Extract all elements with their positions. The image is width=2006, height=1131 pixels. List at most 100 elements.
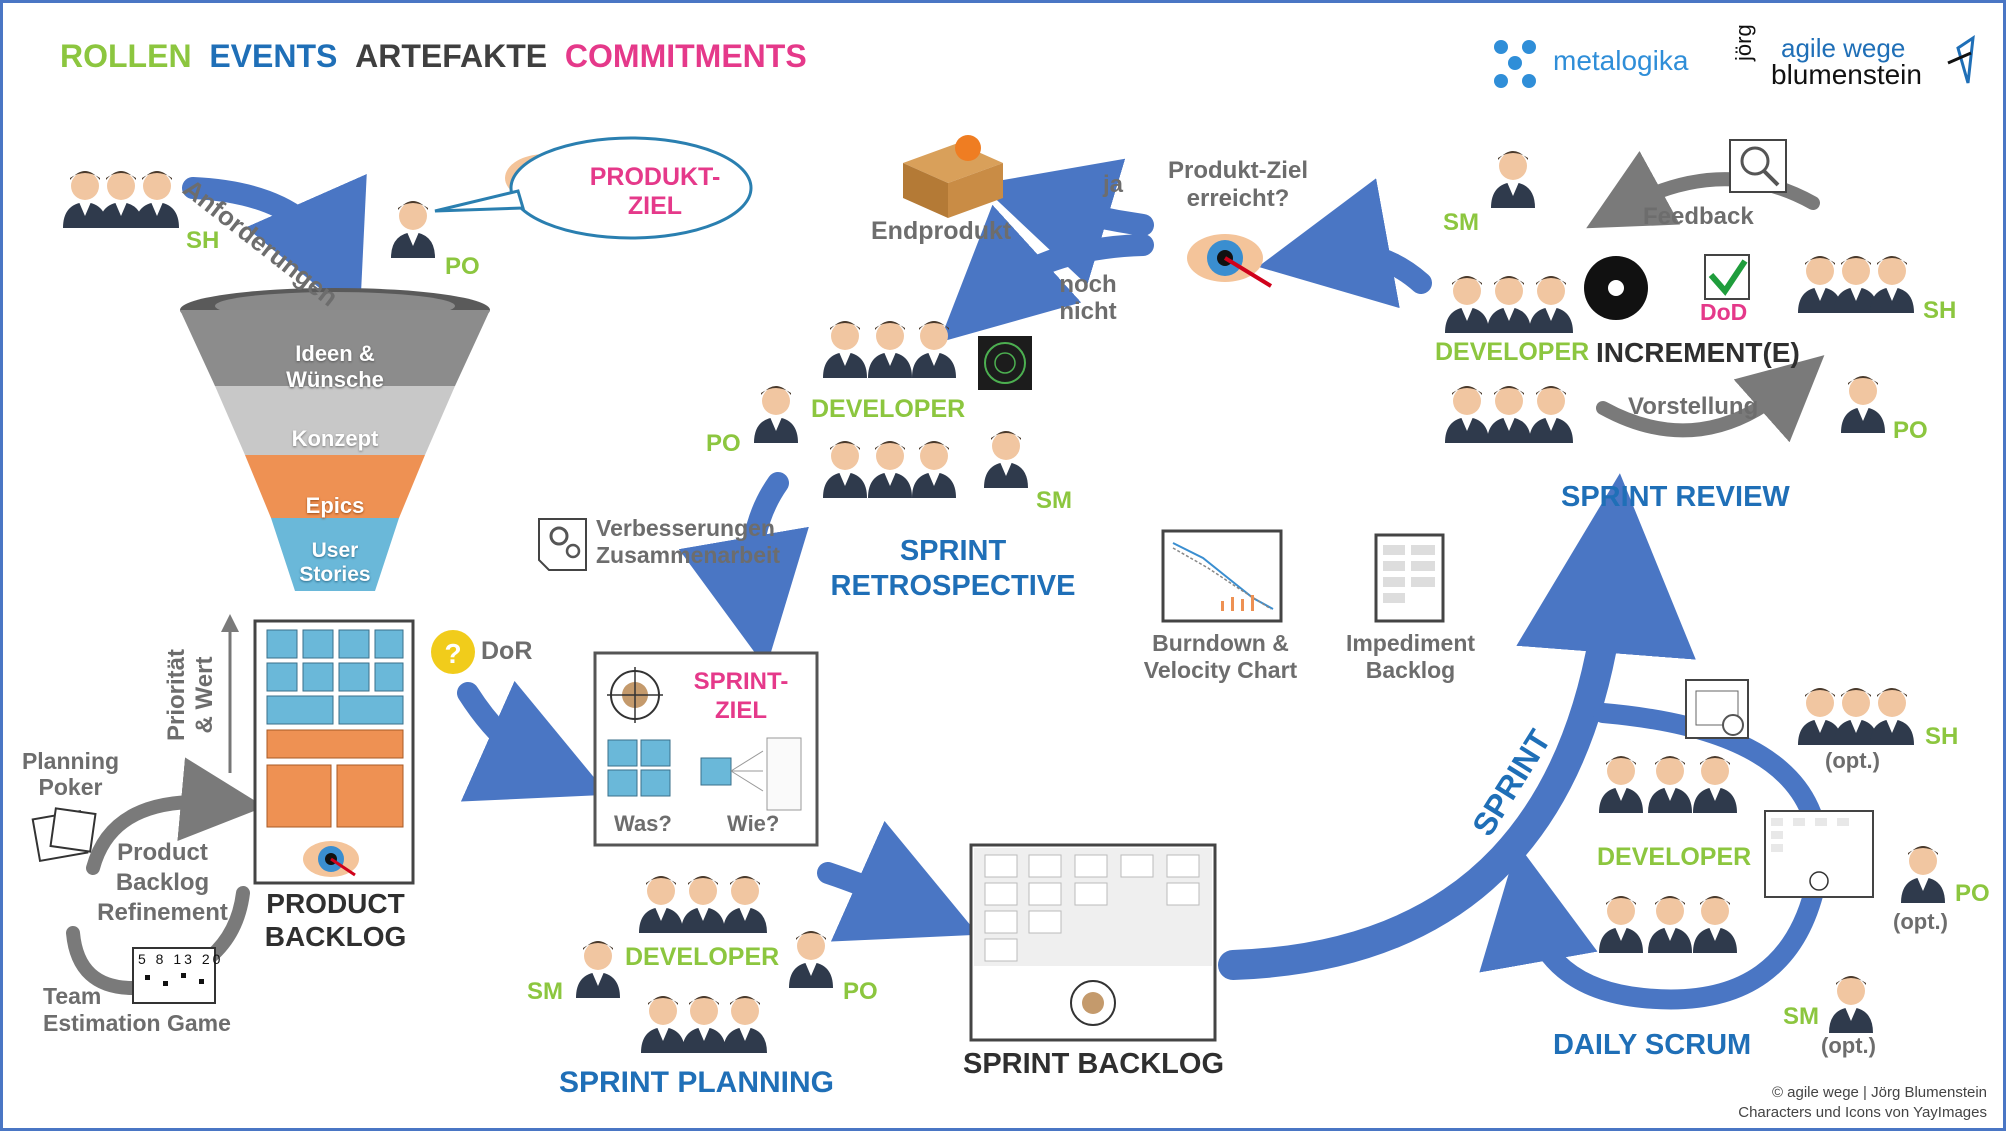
footer-line1: © agile wege | Jörg Blumenstein (1771, 1084, 1987, 1101)
prioritaet-line2: & Wert (191, 656, 218, 734)
pbr-label: Product Backlog Refinement (85, 838, 240, 928)
blumenstein-logo-text-2: blumenstein (1771, 59, 1922, 90)
endprodukt-label: Endprodukt (871, 217, 1012, 245)
funnel-user-line: User (311, 539, 359, 562)
dod-check-icon (1704, 254, 1750, 300)
team-estimation-label: Team Estimation Game (43, 983, 231, 1037)
people-dev-review-bottom (1445, 386, 1573, 443)
po-label-left: PO (445, 253, 480, 280)
burndown-chart-icon (1161, 529, 1283, 623)
sh-opt-label: (opt.) (1825, 748, 1880, 773)
people-dev-planning-top (639, 876, 767, 933)
metalogika-logo-text: metalogika (1553, 45, 1689, 76)
po-label-review: PO (1893, 417, 1928, 444)
increment-disc-icon (1584, 256, 1648, 320)
team-estimation-line1: Team (43, 983, 102, 1009)
product-backlog-label: PRODUCT BACKLOG (253, 887, 418, 953)
legend-rollen: ROLLEN (60, 38, 192, 74)
verbesserungen-icon (538, 518, 587, 571)
people-dev-review-top (1445, 276, 1573, 333)
people-sm-retro (984, 431, 1028, 488)
refinement-loop-top (86, 757, 265, 875)
ja-label: ja (1103, 171, 1124, 198)
vorstellung-label: Vorstellung (1628, 393, 1759, 420)
funnel (180, 288, 490, 591)
people-sm-daily (1829, 976, 1873, 1033)
people-dev-daily-top (1599, 756, 1737, 813)
people-po-review (1841, 376, 1885, 433)
funnel-epics-label: Epics (305, 493, 365, 518)
flow-arrows (182, 158, 1829, 1010)
people-po-daily (1901, 846, 1945, 903)
magnifier-icon (1729, 139, 1787, 193)
verbesserungen-line2: Zusammenarbeit (596, 542, 781, 568)
impediment-backlog-icon (1374, 533, 1445, 623)
po-label-retro: PO (706, 430, 741, 457)
sprint-planning-title: SPRINT PLANNING (559, 1066, 835, 1099)
daily-taskboard-icon (1764, 810, 1874, 898)
people-sm-review (1491, 151, 1535, 208)
sh-label-left: SH (186, 227, 220, 254)
legend-events: EVENTS (209, 38, 338, 74)
calendar-icon (1685, 679, 1749, 739)
funnel-userstories-label: User Stories (255, 539, 415, 587)
po-label-planning: PO (843, 978, 878, 1005)
anforderungen-arrow (182, 173, 367, 322)
noch-nicht-label: noch nicht (1053, 271, 1123, 325)
sm-label-planning: SM (527, 978, 563, 1005)
product-backlog-board (253, 619, 415, 885)
feedback-label: Feedback (1643, 203, 1754, 230)
feedback-arrow (1586, 150, 1820, 229)
noch-nicht-arrow (939, 204, 1154, 343)
sprint-backlog-board (969, 843, 1217, 1042)
ja-arrow (979, 158, 1154, 286)
verbesserungen-label: Verbesserungen Zusammenarbeit (596, 515, 780, 569)
people-stakeholders-left (63, 171, 179, 228)
footer-credits: © agile wege | Jörg Blumenstein Characte… (1738, 1083, 1987, 1123)
product-backlog-line1: PRODUCT (266, 888, 405, 919)
po-label-daily: PO (1955, 880, 1990, 907)
people-po-left (391, 201, 435, 258)
people-po-planning (789, 931, 833, 988)
sm-opt-label: (opt.) (1821, 1033, 1876, 1058)
pbr-line1: Product (117, 839, 208, 866)
sprintziel-line2: ZIEL (715, 697, 767, 724)
metalogika-logo-icon (1494, 40, 1536, 88)
planning-poker-line2: Poker (38, 774, 103, 800)
people-sm-planning (576, 941, 620, 998)
prioritaet-line1: Priorität (163, 648, 190, 741)
people-sh-daily (1798, 688, 1914, 745)
diagram-graphics: ? (31, 34, 1975, 1053)
sprintziel-label: SPRINT- ZIEL (671, 667, 811, 725)
produktziel-line2: ZIEL (627, 192, 683, 220)
estimation-cards-text: 5 8 13 20 (138, 951, 224, 967)
verbesserungen-line1: Verbesserungen (596, 515, 775, 541)
sm-label-review: SM (1443, 209, 1479, 236)
product-backlog-line2: BACKLOG (264, 921, 407, 952)
svg-text:?: ? (444, 638, 461, 669)
funnel-ideen-line1: Ideen & (295, 341, 375, 366)
developer-label-review: DEVELOPER (1435, 338, 1590, 366)
dod-label: DoD (1700, 299, 1748, 325)
eye-target-icon-backlog (303, 841, 359, 877)
produktziel-bubble (434, 136, 753, 240)
sm-label-daily: SM (1783, 1003, 1819, 1030)
sprint-arrow (1218, 473, 1696, 980)
team-estimation-line2: Estimation Game (43, 1010, 231, 1036)
vorstellung-arrow (1596, 355, 1825, 443)
sprint-planning-box (593, 651, 819, 847)
increment-label: INCREMENT(E) (1596, 337, 1800, 368)
people-dev-planning-bottom (641, 996, 767, 1053)
dor-arrow (457, 680, 609, 802)
burndown-line2: Velocity Chart (1143, 657, 1298, 683)
funnel-konzept-label: Konzept (291, 426, 379, 451)
funnel-ideen-label: Ideen & Wünsche (255, 341, 415, 393)
sh-label-review: SH (1923, 297, 1957, 324)
nicht-line: nicht (1059, 298, 1117, 325)
frage-line1: Produkt-Ziel (1167, 157, 1308, 184)
endprodukt-box-icon (903, 135, 1003, 218)
agile-wege-logo-text: agile wege (1781, 33, 1906, 63)
eye-target-icon-question (1187, 234, 1273, 288)
planning-poker-cards-icon (31, 807, 97, 863)
people-dev-retro-bottom (823, 441, 956, 498)
